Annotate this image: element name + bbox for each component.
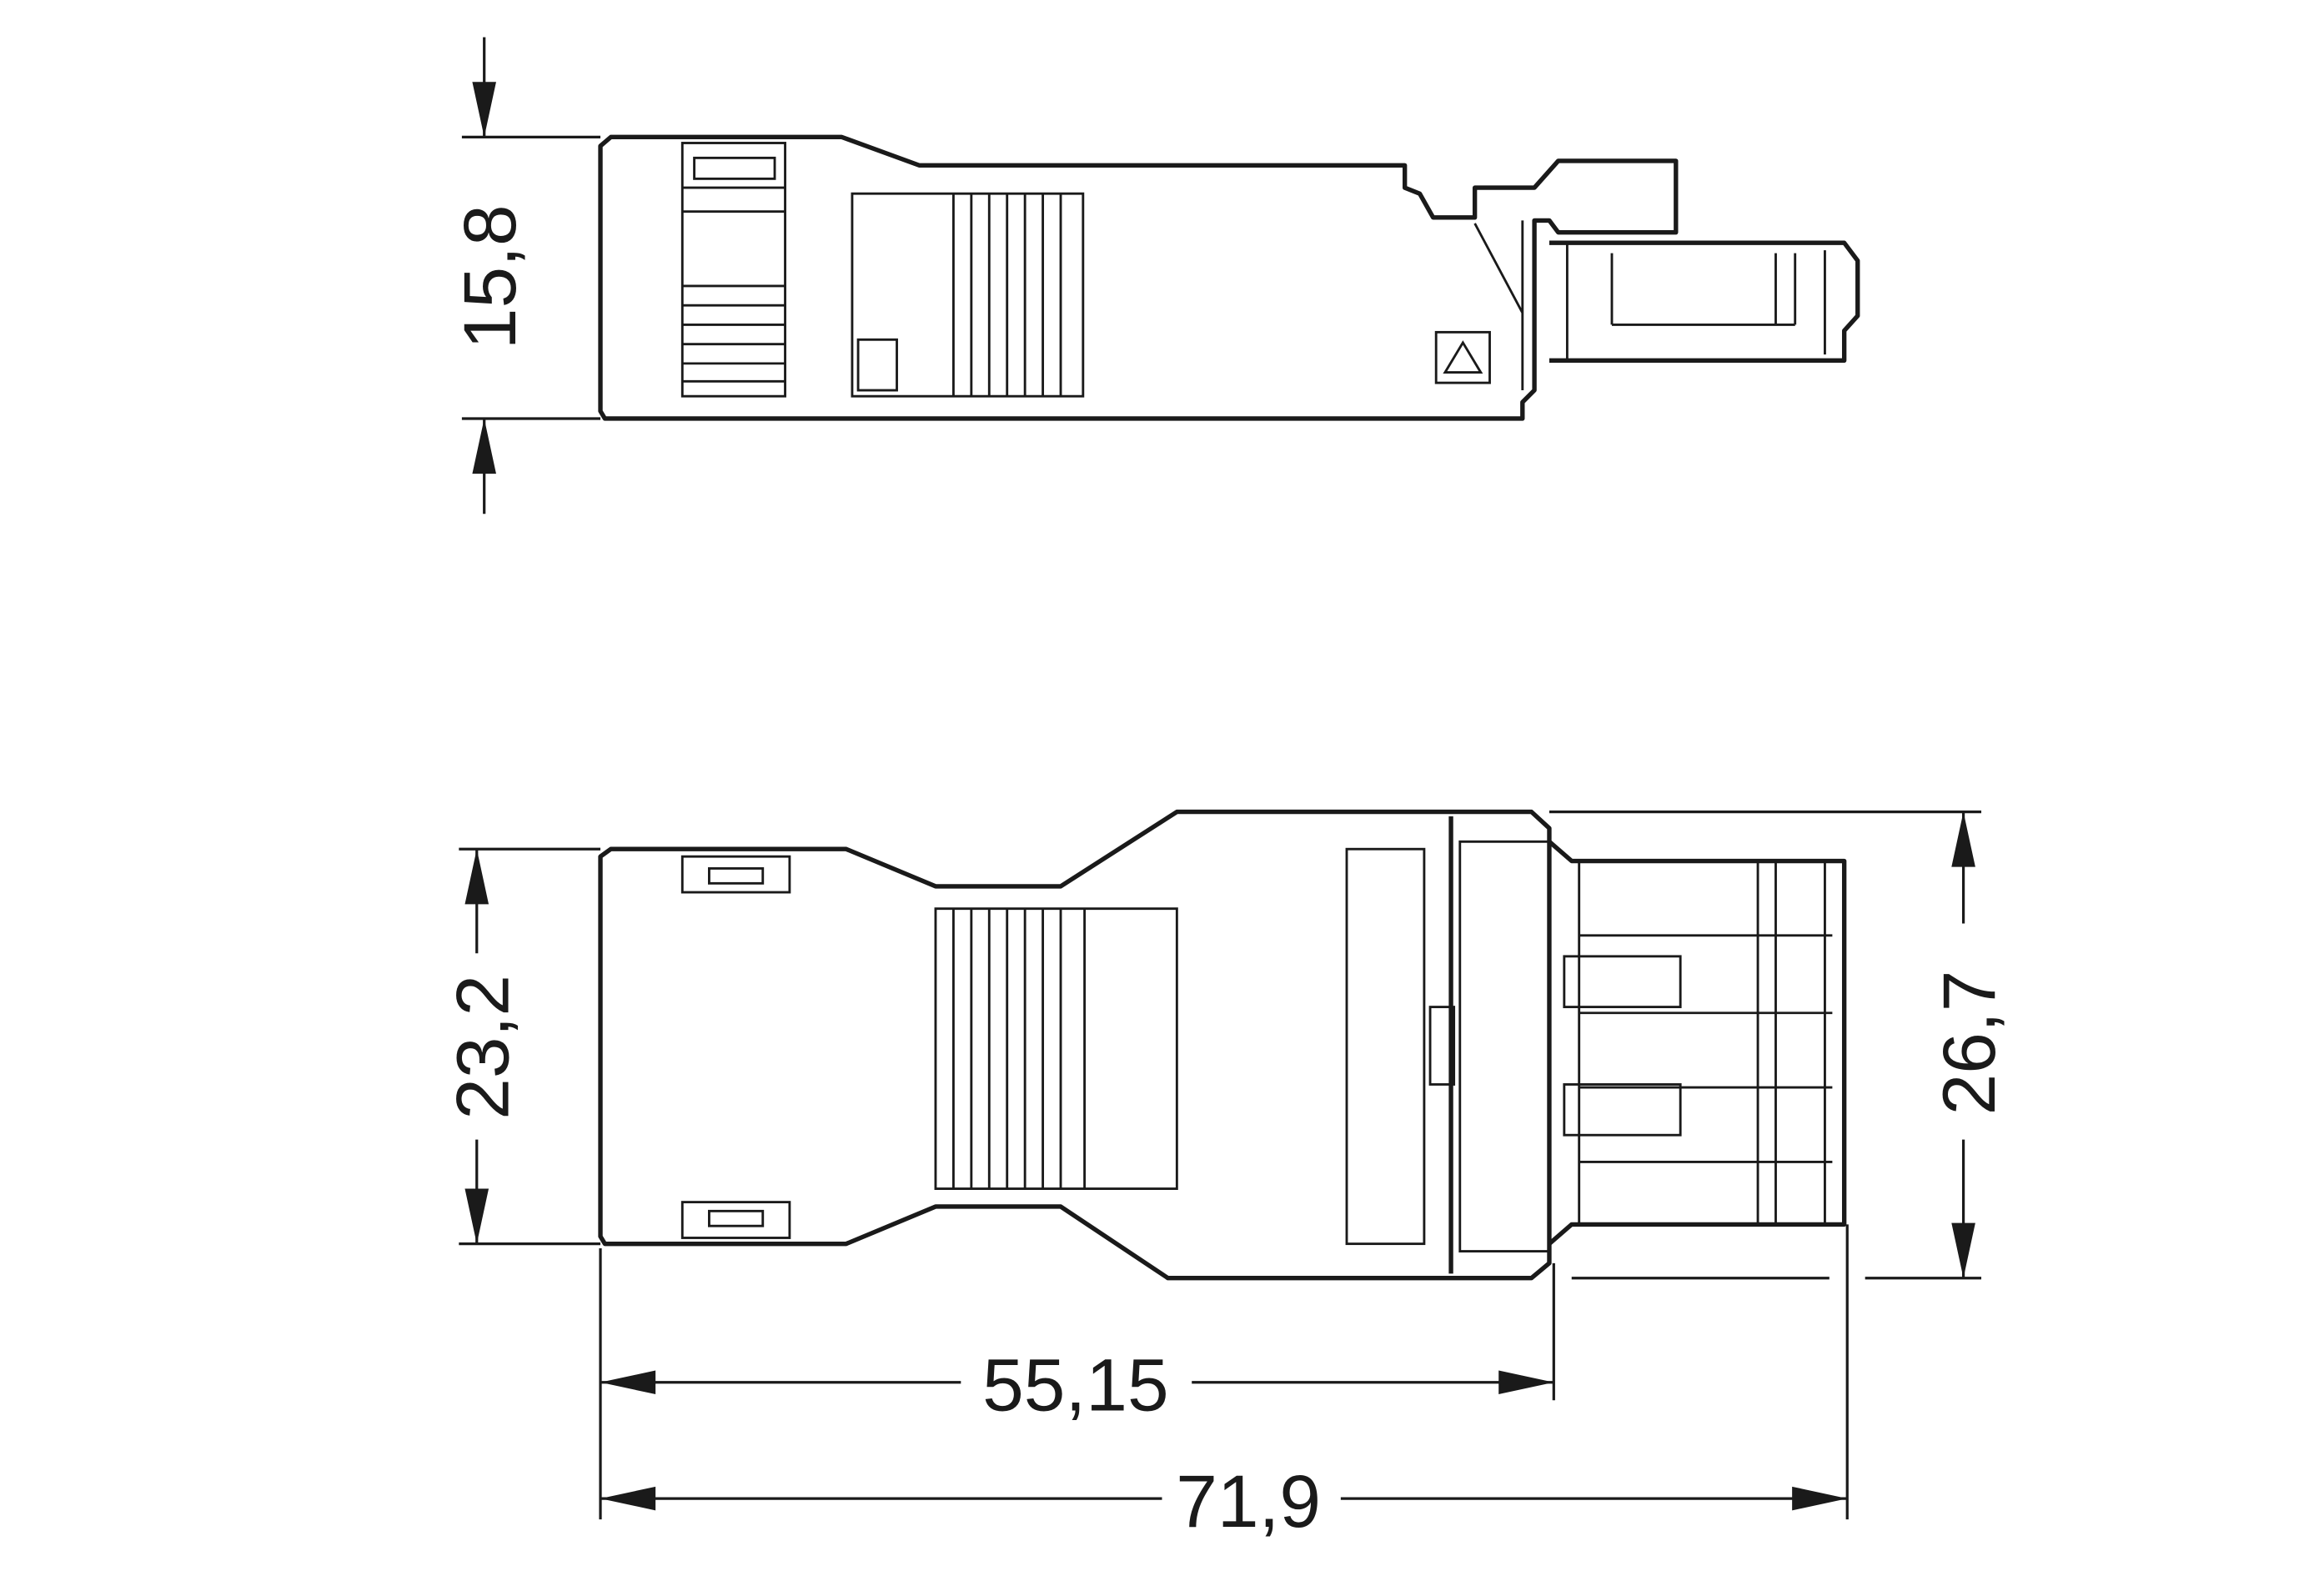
dimension-55-15: 55,15 <box>982 1343 1168 1427</box>
front-view: 23,2 26,7 55,15 71,9 <box>440 809 2010 1543</box>
dimension-26-7: 26,7 <box>1927 971 2010 1116</box>
dimension-15-8: 15,8 <box>448 204 531 349</box>
top-view: 15,8 <box>448 37 1860 514</box>
dimension-71-9: 71,9 <box>1176 1459 1321 1543</box>
ground-symbol-icon <box>1434 330 1491 384</box>
dimension-23-2: 23,2 <box>440 975 524 1120</box>
